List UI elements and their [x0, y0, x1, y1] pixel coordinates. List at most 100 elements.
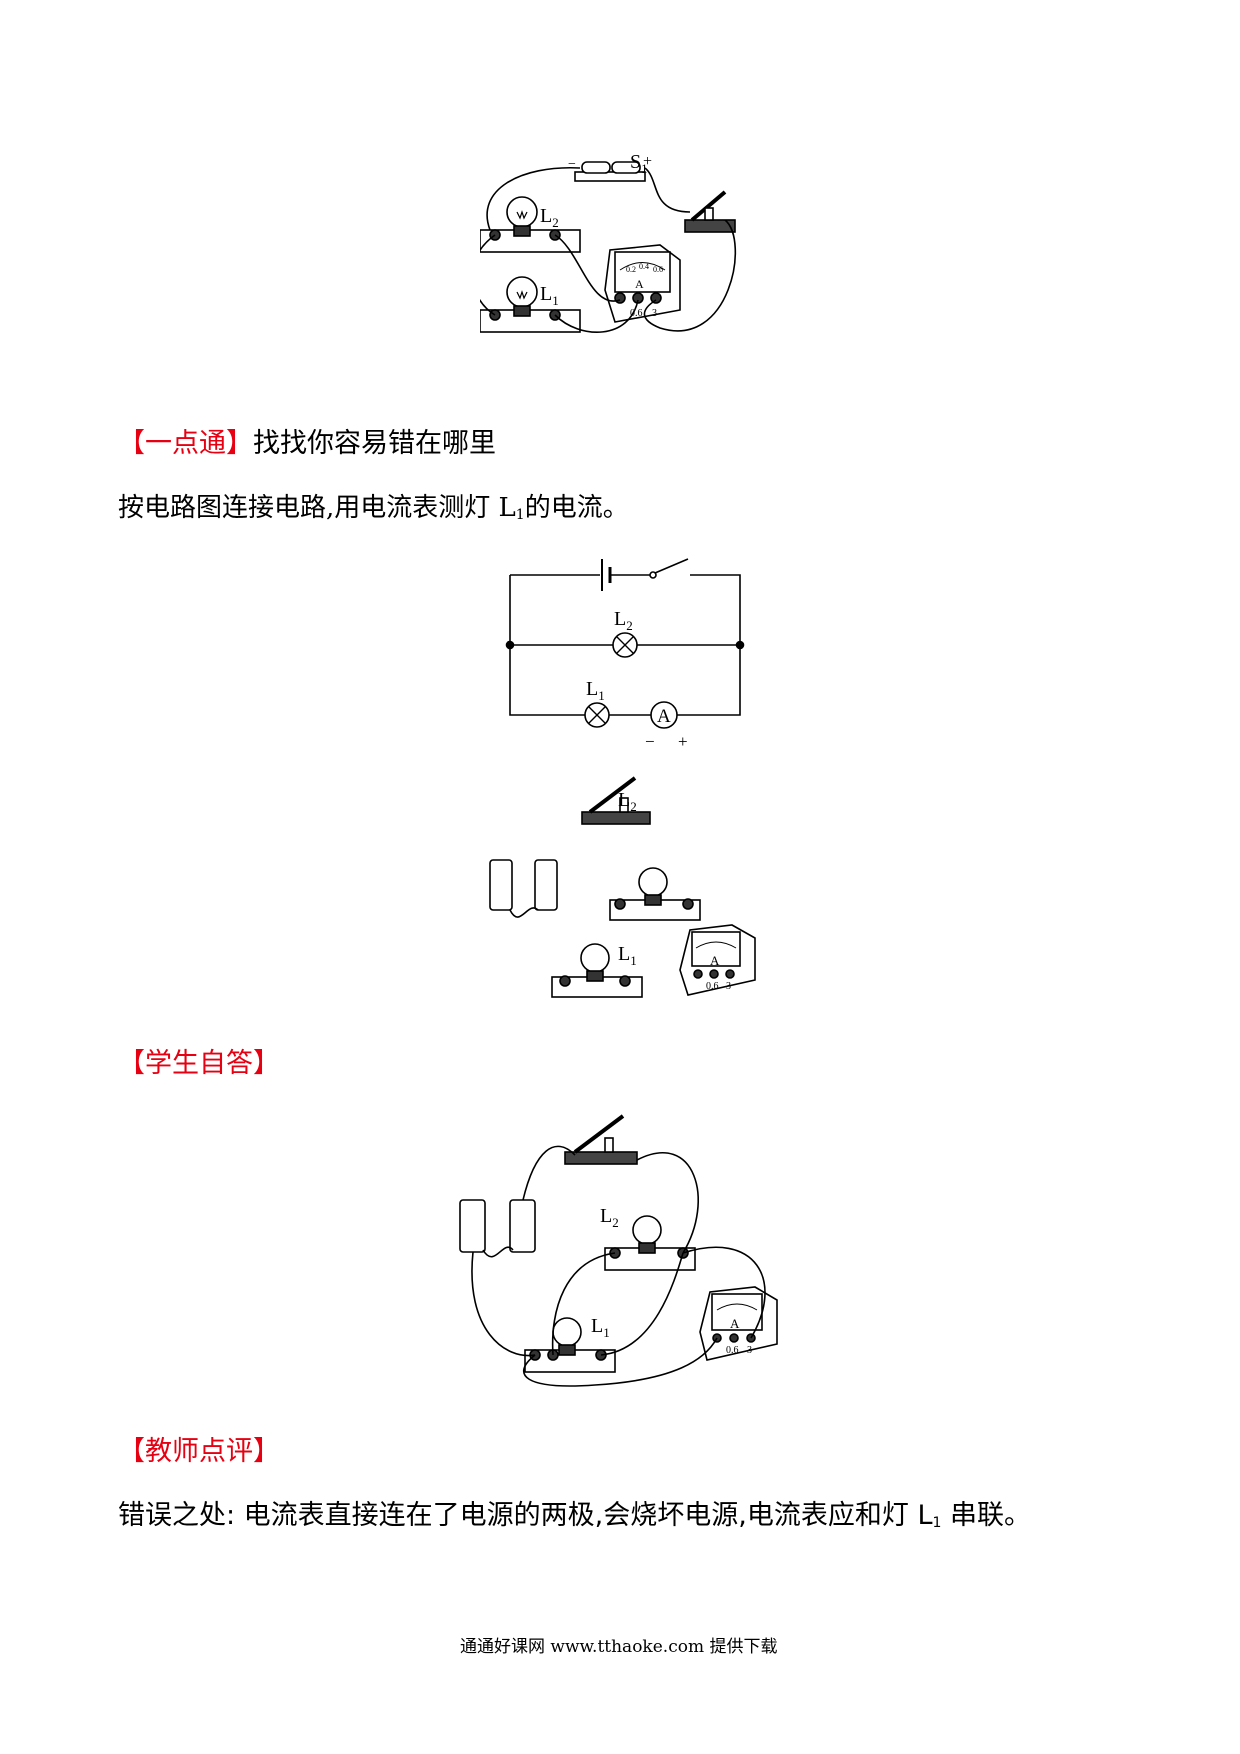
switch-s1-label-sub: 1 — [641, 161, 648, 176]
lamp-l1-terminal — [559, 975, 571, 987]
ammeter-symbol — [650, 701, 678, 729]
instruction-after: 的电流。 — [524, 493, 629, 523]
svg-text:S1: S1 — [630, 151, 648, 176]
figure-circuit-wiring-1: − + S1 L2 L1 0.2 0.4 0.6 A 0.6 3 — [480, 151, 737, 333]
schematic-wire — [637, 644, 741, 716]
schematic-wire — [509, 575, 597, 716]
svg-text:L1: L1 — [618, 943, 637, 968]
battery-cell — [534, 859, 558, 911]
lamp-l1-bulb — [580, 943, 610, 973]
comment-symbol-sub: 1 — [932, 1515, 942, 1531]
wire — [551, 1252, 616, 1356]
lamp-l1-label-sub: 1 — [630, 953, 637, 968]
battery-board — [574, 171, 646, 182]
switch-symbol-blade — [654, 558, 689, 574]
ammeter-terminal — [729, 1333, 739, 1343]
wire — [523, 1337, 718, 1387]
section-heading-yidiantong: 【一点通】找找你容易错在哪里 — [118, 430, 496, 457]
wire — [600, 1252, 684, 1356]
ammeter-letter: A — [710, 953, 720, 968]
ammeter-letter: A — [730, 1316, 740, 1331]
svg-text:L2: L2 — [614, 608, 633, 633]
lamp-l1-label: L — [586, 678, 598, 700]
svg-text:L2: L2 — [540, 205, 559, 230]
switch-base — [564, 1151, 638, 1165]
wire — [471, 1251, 536, 1357]
wire — [522, 1145, 576, 1201]
instruction-symbol: L — [498, 493, 516, 523]
lamp-l2-bulb — [638, 867, 668, 897]
page-footer: 通通好课网 www.tthaoke.com 提供下载 — [460, 1637, 778, 1657]
lamp-l2-label-sub: 2 — [626, 618, 633, 633]
ammeter-minus-sign: − — [645, 732, 655, 751]
switch-s1-label: S — [630, 151, 641, 173]
instruction-symbol-sub: 1 — [515, 507, 525, 523]
section-heading-teacher-comment: 【教师点评】 — [118, 1436, 280, 1467]
ammeter-terminal — [650, 292, 662, 304]
instruction-text: 按电路图连接电路,用电流表测灯 L1的电流。 — [118, 495, 629, 522]
lamp-l1-socket — [513, 305, 531, 317]
battery-cell — [459, 1199, 486, 1253]
wire — [486, 166, 581, 231]
svg-text:L2: L2 — [600, 1205, 619, 1230]
ammeter-terminal-label: 3 — [726, 981, 731, 992]
lamp-l2-socket — [513, 225, 531, 237]
ammeter-terminal-label: 3 — [652, 308, 657, 319]
battery-cell — [489, 859, 513, 911]
lamp-l2-label-sub: 2 — [552, 215, 559, 230]
switch-s1-lever — [690, 190, 727, 222]
lamp-l2-socket — [638, 1242, 656, 1254]
lamp-l1-label-sub: 1 — [598, 688, 605, 703]
ammeter-plus-sign: + — [678, 732, 688, 751]
ammeter-terminal — [709, 969, 719, 979]
lamp-l2-bulb — [632, 1215, 662, 1245]
instruction-before: 按电路图连接电路,用电流表测灯 — [118, 493, 499, 523]
section-tag: 【一点通】 — [118, 428, 253, 459]
lamp-l1-socket — [558, 1344, 576, 1356]
switch-lever — [588, 776, 637, 814]
ammeter-scale-mark: 0.6 — [653, 265, 663, 274]
figure-student-wiring: L2 L1 A 0.6 3 — [459, 1114, 778, 1387]
lamp-l2-label: L — [618, 789, 630, 811]
lamp-l2-label: L — [600, 1205, 612, 1227]
battery-cell — [611, 161, 641, 174]
switch-clip — [619, 797, 629, 813]
ammeter-terminal-label: 0.6 — [726, 1345, 739, 1356]
svg-text:L1: L1 — [540, 283, 559, 308]
section-heading-student-answer: 【学生自答】 — [118, 1048, 280, 1079]
lamp-l1-label: L — [618, 943, 630, 965]
lamp-l2-label: L — [614, 608, 626, 630]
switch-s1-clip — [704, 207, 714, 221]
ammeter-terminal — [693, 969, 703, 979]
svg-text:L1: L1 — [586, 678, 605, 703]
schematic-wire — [690, 574, 741, 645]
wire — [554, 234, 621, 302]
lamp-l1-socket — [586, 970, 604, 982]
ammeter-terminal-label: 3 — [747, 1345, 752, 1356]
switch-base — [581, 811, 651, 825]
wire — [644, 167, 691, 213]
comment-before: 错误之处: 电流表直接连在了电源的两极,会烧坏电源,电流表应和灯 — [118, 1500, 918, 1531]
teacher-comment-text: 错误之处: 电流表直接连在了电源的两极,会烧坏电源,电流表应和灯 L1 串联。 — [118, 1502, 1031, 1530]
figure-components-unwired: L2 L1 A 0.6 3 — [489, 776, 756, 998]
ammeter-terminal — [725, 969, 735, 979]
lamp-l2-label-sub: 2 — [612, 1215, 619, 1230]
ammeter-scale-mark: 0.2 — [626, 265, 636, 274]
ammeter-dial — [614, 251, 671, 293]
battery-link-wire — [509, 907, 539, 918]
lamp-l1-label: L — [591, 1315, 603, 1337]
comment-after: 串联。 — [941, 1500, 1031, 1531]
lamp-l1-label-sub: 1 — [603, 1325, 610, 1340]
battery-minus-sign: − — [568, 157, 576, 172]
switch-clip — [604, 1137, 614, 1153]
ammeter-terminal-label: 0.6 — [630, 308, 643, 319]
lamp-l2-terminal — [614, 898, 626, 910]
ammeter-scale-mark: 0.4 — [639, 262, 649, 271]
battery-link-wire — [482, 1246, 514, 1258]
figure-circuit-schematic: A L2 L1 − + — [505, 558, 745, 751]
lamp-l2-socket — [644, 894, 662, 906]
switch-lever — [573, 1114, 625, 1154]
ammeter-dial — [711, 1293, 763, 1331]
wire — [682, 1246, 766, 1339]
wire — [480, 234, 496, 316]
